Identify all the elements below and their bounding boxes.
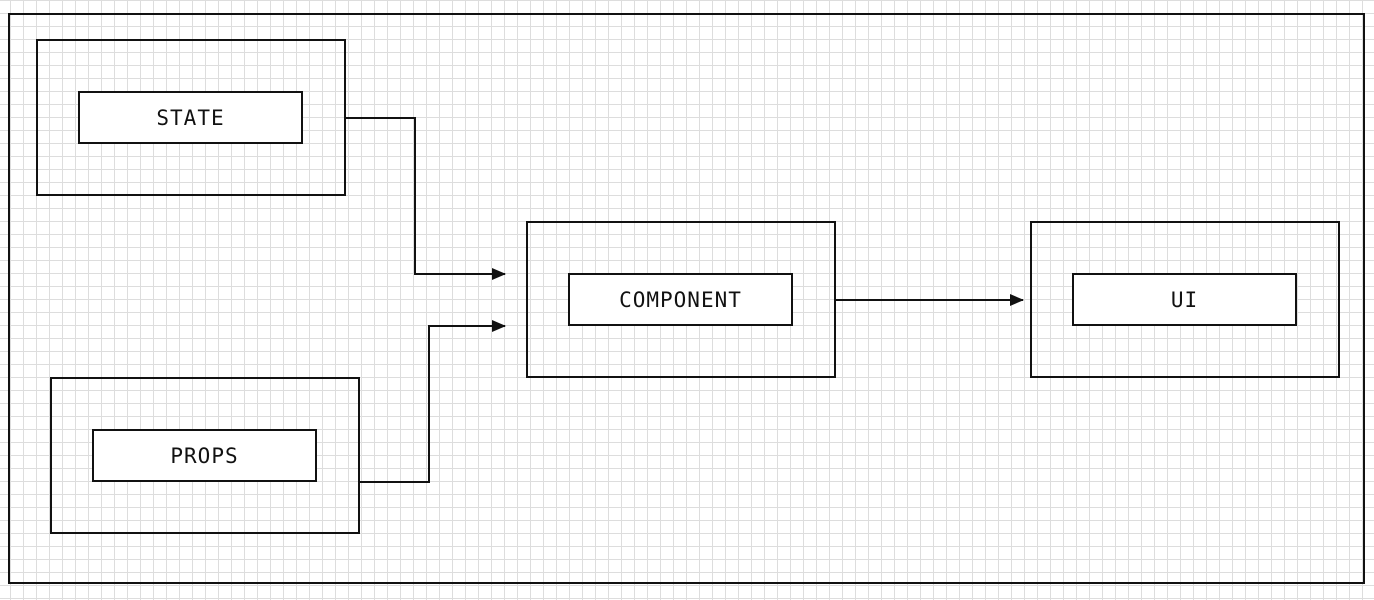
edge-props-to-component	[359, 320, 506, 483]
props-label: PROPS	[92, 429, 317, 482]
component-node[interactable]	[526, 221, 836, 378]
props-node[interactable]	[50, 377, 360, 534]
edge-state-to-component	[345, 117, 506, 280]
state-label: STATE	[78, 91, 303, 144]
diagram-frame	[8, 13, 1365, 584]
ui-label: UI	[1072, 273, 1297, 326]
component-label: COMPONENT	[568, 273, 793, 326]
state-node[interactable]	[36, 39, 346, 196]
ui-node[interactable]	[1030, 221, 1340, 378]
